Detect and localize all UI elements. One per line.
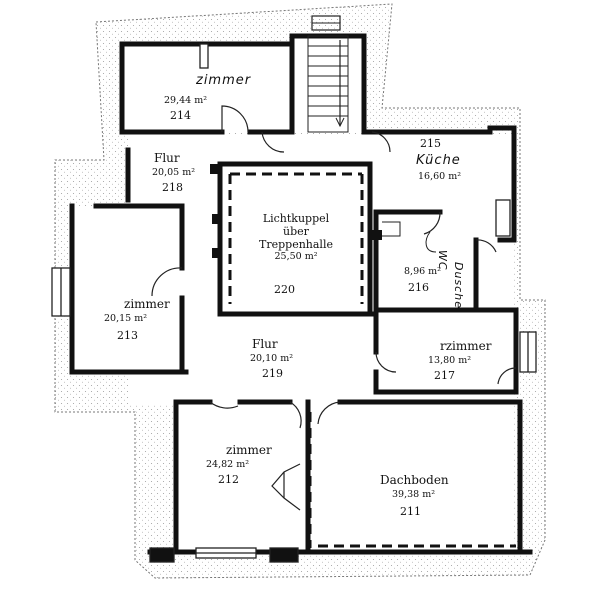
room-215-handwritten-label: Küche bbox=[416, 153, 461, 168]
bathroom-fixtures bbox=[382, 221, 437, 253]
room-217-name: rzimmer bbox=[440, 339, 492, 353]
room-211-area: 39,38 m² bbox=[392, 489, 436, 500]
room-219-area: 20,10 m² bbox=[250, 353, 294, 364]
room-218-area: 20,05 m² bbox=[152, 167, 196, 178]
room-220-number: 220 bbox=[274, 283, 295, 296]
room-212-number: 212 bbox=[218, 473, 239, 486]
room-213-number: 213 bbox=[117, 329, 138, 342]
room-218-number: 218 bbox=[162, 181, 183, 194]
room-220-area: 25,50 m² bbox=[274, 251, 318, 262]
room-217-number: 217 bbox=[434, 369, 455, 382]
room-217-area: 13,80 m² bbox=[428, 355, 472, 366]
room-212-name: zimmer bbox=[226, 443, 272, 457]
staircase bbox=[307, 15, 349, 133]
room-216-number: 216 bbox=[408, 281, 429, 294]
windows bbox=[51, 43, 537, 563]
closet bbox=[271, 463, 301, 511]
room-219-name: Flur bbox=[252, 337, 278, 351]
room-213-name: zimmer bbox=[124, 297, 170, 311]
walls bbox=[69, 33, 533, 555]
room-211-number: 211 bbox=[400, 505, 421, 518]
room-214-handwritten-label: zimmer bbox=[196, 73, 252, 88]
room-220-label: Lichtkuppel über Treppenhalle 25,50 m² bbox=[259, 213, 333, 262]
room-211-name: Dachboden bbox=[380, 473, 449, 487]
room-216-handwritten-wc: WC bbox=[436, 250, 449, 271]
room-219-number: 219 bbox=[262, 367, 283, 380]
room-216-handwritten-dusche: Dusche bbox=[452, 262, 465, 309]
room-215-number: 215 bbox=[420, 137, 441, 150]
doors bbox=[151, 105, 517, 429]
room-215-area: 16,60 m² bbox=[418, 171, 462, 182]
room-220-name-line-1: Lichtkuppel bbox=[262, 212, 330, 225]
room-220-name-line-3: Treppenhalle bbox=[259, 238, 333, 251]
room-218-name: Flur bbox=[154, 151, 180, 165]
room-216-area: 8,96 m² bbox=[404, 266, 441, 277]
room-214-number: 214 bbox=[170, 109, 191, 122]
room-214-area: 29,44 m² bbox=[164, 95, 208, 106]
room-220-name-line-2: über bbox=[283, 225, 309, 238]
room-213-area: 20,15 m² bbox=[104, 313, 148, 324]
room-212-area: 24,82 m² bbox=[206, 459, 250, 470]
